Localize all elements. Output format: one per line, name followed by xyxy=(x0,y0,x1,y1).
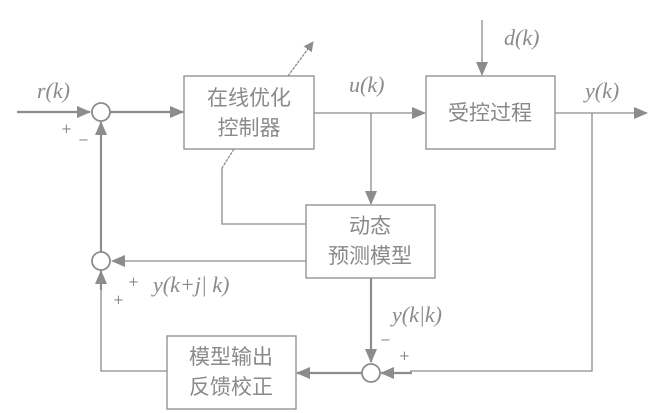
controller-block xyxy=(183,75,315,150)
mid-sum-bottom-plus-sign: + xyxy=(113,293,124,308)
output-label: y(k) xyxy=(583,78,619,103)
prediction-model-block xyxy=(305,204,436,279)
bottom-summing-junction xyxy=(361,363,381,383)
model-output-label: y(k|k) xyxy=(390,302,442,327)
output-feedback-line xyxy=(410,113,593,372)
middle-summing-junction xyxy=(91,251,111,271)
feedback-correction-block xyxy=(166,335,297,410)
control-label: u(k) xyxy=(349,72,384,97)
feedback-correction-label-line1: 模型输出 xyxy=(189,345,273,369)
bottom-sum-plus-sign: + xyxy=(399,349,410,364)
top-sum-plus-sign: + xyxy=(61,122,72,137)
mid-sum-right-plus-sign: + xyxy=(128,275,139,290)
plant-label: 受控过程 xyxy=(448,101,532,125)
controller-label-line1: 在线优化 xyxy=(207,86,291,110)
bottom-sum-minus-sign: − xyxy=(380,333,391,348)
top-sum-minus-sign: − xyxy=(78,133,89,148)
feedback-correction-label-line2: 反馈校正 xyxy=(189,375,273,399)
prediction-label: y(k+j| k) xyxy=(151,272,229,297)
top-summing-junction xyxy=(91,102,111,122)
adaptation-line-bottom xyxy=(221,148,235,169)
plant-block xyxy=(425,75,556,150)
model-to-controller-line xyxy=(221,168,306,225)
controller-label-line2: 控制器 xyxy=(218,116,281,140)
prediction-model-label-line1: 动态 xyxy=(349,214,391,238)
disturbance-label: d(k) xyxy=(504,25,539,50)
adaptation-arrow-top xyxy=(287,41,314,77)
reference-label: r(k) xyxy=(37,78,70,103)
prediction-model-label-line2: 预测模型 xyxy=(328,244,412,268)
correction-feedback-line xyxy=(100,272,167,372)
